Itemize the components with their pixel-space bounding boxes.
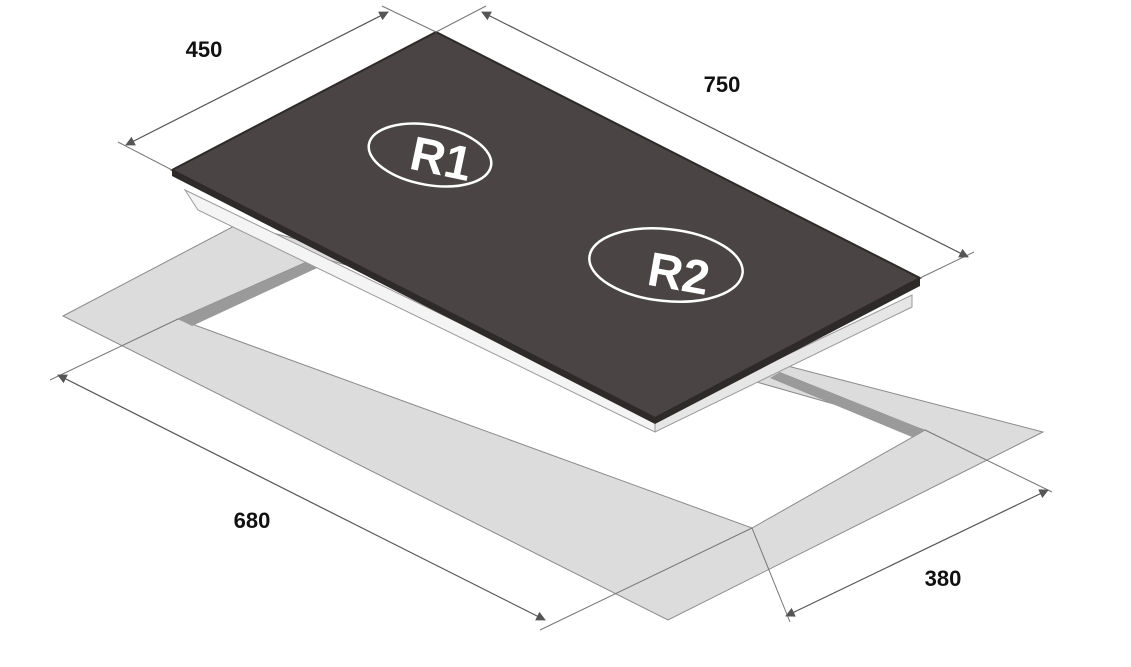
- cutout-width-label: 680: [234, 508, 271, 533]
- cutout-inner-wall-right: [770, 372, 925, 437]
- cutout-width-dim-line: [57, 374, 546, 621]
- cutout-depth-dim-line: [785, 489, 1049, 617]
- cutout-depth-ext-bottom: [751, 527, 791, 623]
- hob-body-front: [654, 294, 913, 433]
- burner-label-r1: R1: [406, 127, 477, 192]
- hob-width-dim-line: [481, 11, 969, 258]
- hob-width-ext-top: [435, 5, 487, 33]
- cutout-inner-wall-left: [178, 257, 330, 326]
- hob-depth-dim-line: [125, 11, 389, 146]
- cutout-depth-label: 380: [925, 566, 962, 591]
- cutout-depth-ext-right: [924, 429, 1053, 493]
- hob-depth-ext-left: [117, 141, 173, 171]
- cutout-width-ext-left: [49, 318, 179, 381]
- hob-depth-ext-right: [381, 5, 437, 33]
- cutout-width-ext-right: [539, 527, 753, 631]
- hob-width-label: 750: [704, 72, 741, 97]
- hob-depth-label: 450: [186, 37, 223, 62]
- burner-label-r2: R2: [644, 243, 714, 306]
